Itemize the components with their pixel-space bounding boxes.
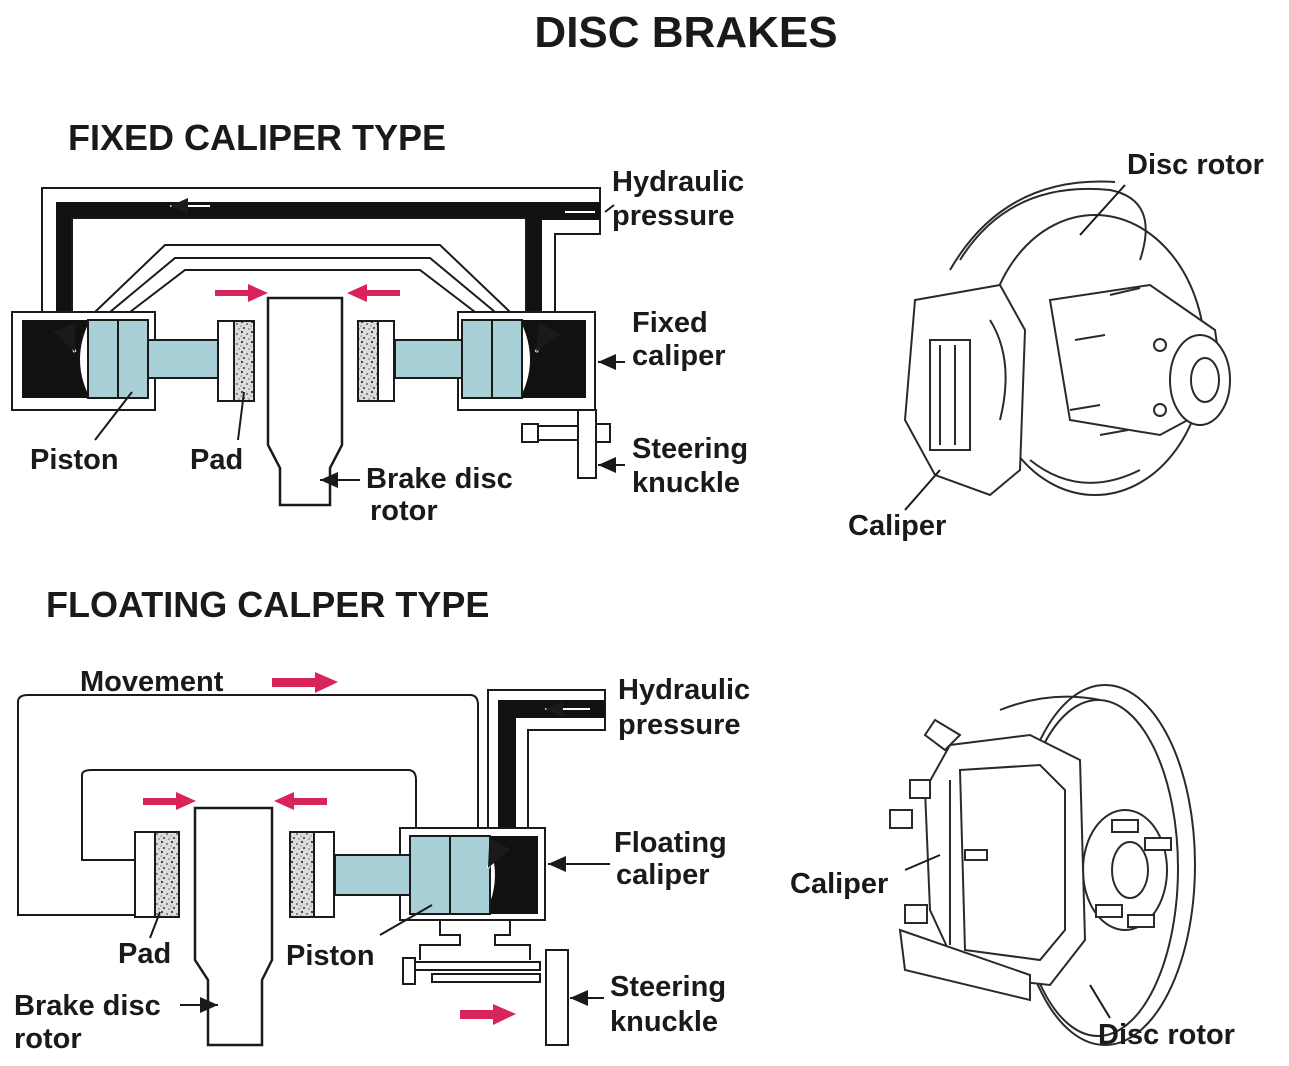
fixed-hydraulic-label-2: pressure <box>612 200 735 232</box>
floating-illustration-caliper-label: Caliper <box>790 868 888 900</box>
fixed-knuckle-label-1: Steering <box>632 433 748 465</box>
fixed-illustration-caliper-label: Caliper <box>848 510 946 542</box>
fixed-hydraulic-label-1: Hydraulic <box>612 166 744 198</box>
fixed-caliper-heading: FIXED CALIPER TYPE <box>68 117 446 158</box>
fixed-caliper-label-2: caliper <box>632 340 726 372</box>
fixed-caliper-label-1: Fixed <box>632 307 708 339</box>
fixed-knuckle-label-2: knuckle <box>632 467 740 499</box>
fixed-rotor-label-2: rotor <box>370 495 438 527</box>
fixed-caliper-left-housing <box>11 311 219 411</box>
floating-caliper-frame-outer <box>17 694 479 828</box>
fixed-illustration-disc-rotor-label: Disc rotor <box>1127 149 1264 181</box>
floating-force-arrow-left <box>143 798 178 805</box>
floating-pads <box>134 831 335 918</box>
floating-rotor-label-2: rotor <box>14 1023 82 1055</box>
movement-arrow <box>272 678 317 687</box>
floating-hub-studs <box>1095 819 1172 928</box>
floating-movement-label: Movement <box>80 666 224 698</box>
floating-hydraulic-label-1: Hydraulic <box>618 674 750 706</box>
floating-rotor-label-1: Brake disc <box>14 990 161 1022</box>
fixed-force-arrow-right <box>365 290 400 296</box>
floating-caliper-drawing <box>889 718 1087 1002</box>
floating-hydraulic-line <box>487 689 606 830</box>
floating-hydraulic-label-2: pressure <box>618 709 741 741</box>
floating-knuckle-label-2: knuckle <box>610 1006 718 1038</box>
page-title: DISC BRAKES <box>534 8 837 57</box>
floating-pad-label: Pad <box>118 938 171 970</box>
floating-illustration-disc-rotor-label: Disc rotor <box>1098 1019 1235 1051</box>
fixed-caliper-illustration: Disc rotor Caliper <box>848 149 1264 542</box>
fixed-brake-disc-rotor <box>266 296 344 507</box>
floating-caliper-label-1: Floating <box>614 827 727 859</box>
floating-knuckle-label-1: Steering <box>610 971 726 1003</box>
floating-caliper-section: FLOATING CALPER TYPE Movement <box>14 584 750 1055</box>
floating-piston-label: Piston <box>286 940 375 972</box>
fixed-pad-left <box>233 320 255 402</box>
floating-force-arrow-right <box>292 798 327 805</box>
floating-pad-right <box>289 831 315 918</box>
fixed-pad-label: Pad <box>190 444 243 476</box>
fixed-caliper-drawing <box>903 283 1027 497</box>
floating-caliper-heading: FLOATING CALPER TYPE <box>46 584 489 625</box>
fixed-hub-drawing <box>1048 283 1231 437</box>
fixed-hydraulic-line <box>41 187 601 318</box>
fixed-piston-label: Piston <box>30 444 119 476</box>
fixed-pad-right <box>357 320 379 402</box>
floating-caliper-cylinder <box>334 827 546 921</box>
fixed-pads <box>217 320 395 402</box>
floating-brake-disc-rotor <box>193 806 274 1047</box>
floating-caliper-label-2: caliper <box>616 859 710 891</box>
fixed-caliper-section: FIXED CALIPER TYPE <box>11 117 748 527</box>
fixed-rotor-label-1: Brake disc <box>366 463 513 495</box>
knuckle-movement-arrow <box>460 1010 495 1019</box>
floating-pad-left <box>154 831 180 918</box>
fixed-force-arrow-left <box>215 290 250 296</box>
fixed-steering-knuckle <box>521 409 611 479</box>
floating-caliper-illustration: Caliper Disc rotor <box>790 684 1235 1051</box>
fixed-caliper-right-housing <box>394 311 596 411</box>
floating-steering-knuckle <box>402 920 569 1046</box>
